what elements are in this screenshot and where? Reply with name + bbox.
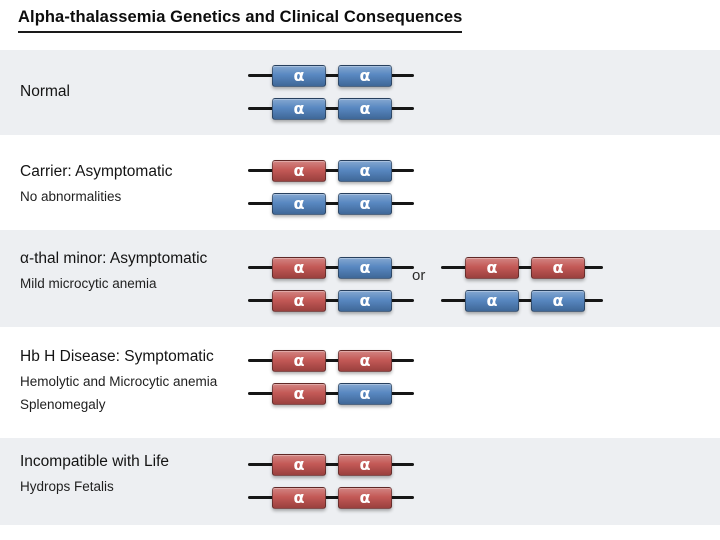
alpha-gene-blue-box: α <box>338 65 392 87</box>
row-label-primary: Hb H Disease: Symptomatic <box>20 348 214 365</box>
alpha-gene-red-box: α <box>272 290 326 312</box>
chromosome-line <box>248 392 414 395</box>
alpha-gene-blue-box: α <box>338 98 392 120</box>
or-separator: or <box>412 267 426 284</box>
chromosome-line <box>248 496 414 499</box>
row-label-hydrops: Incompatible with Life Hydrops Fetalis <box>20 452 169 496</box>
chromosome-line <box>441 266 603 269</box>
row-label-normal: Normal <box>20 82 70 102</box>
chromosome-line <box>248 299 414 302</box>
alpha-gene-red-box: α <box>272 257 326 279</box>
alpha-gene-blue-box: α <box>272 98 326 120</box>
alpha-gene-red-box: α <box>338 487 392 509</box>
row-label-primary: α-thal minor: Asymptomatic <box>20 250 208 267</box>
row-label-carrier: Carrier: Asymptomatic No abnormalities <box>20 162 172 206</box>
alpha-gene-blue-box: α <box>338 290 392 312</box>
row-label-thal-minor: α-thal minor: Asymptomatic Mild microcyt… <box>20 249 207 293</box>
row-band-hbh-disease <box>0 329 720 436</box>
row-label-secondary: No abnormalities <box>20 189 122 204</box>
row-label-hbh-disease: Hb H Disease: Symptomatic Hemolytic and … <box>20 347 217 414</box>
alpha-gene-blue-box: α <box>531 290 585 312</box>
alpha-gene-blue-box: α <box>338 193 392 215</box>
alpha-gene-blue-box: α <box>272 193 326 215</box>
chromosome-line <box>248 202 414 205</box>
row-label-primary: Normal <box>20 83 70 100</box>
alpha-gene-red-box: α <box>272 383 326 405</box>
row-label-secondary: Splenomegaly <box>20 397 106 412</box>
alpha-gene-blue-box: α <box>338 160 392 182</box>
chromosome-line <box>248 359 414 362</box>
chromosome-line <box>248 169 414 172</box>
chromosome-line <box>248 107 414 110</box>
alpha-gene-red-box: α <box>338 350 392 372</box>
alpha-gene-red-box: α <box>272 160 326 182</box>
row-label-secondary: Mild microcytic anemia <box>20 276 157 291</box>
row-band-hydrops <box>0 438 720 525</box>
row-label-primary: Carrier: Asymptomatic <box>20 163 173 180</box>
alpha-gene-red-box: α <box>338 454 392 476</box>
alpha-gene-red-box: α <box>531 257 585 279</box>
alpha-gene-blue-box: α <box>465 290 519 312</box>
chromosome-line <box>248 463 414 466</box>
alpha-gene-blue-box: α <box>338 257 392 279</box>
chromosome-line <box>441 299 603 302</box>
chromosome-line <box>248 266 414 269</box>
row-band-normal <box>0 50 720 135</box>
alpha-gene-red-box: α <box>465 257 519 279</box>
alpha-gene-blue-box: α <box>272 65 326 87</box>
page-title: Alpha-thalassemia Genetics and Clinical … <box>18 8 463 33</box>
row-label-secondary: Hydrops Fetalis <box>20 479 114 494</box>
alpha-gene-red-box: α <box>272 350 326 372</box>
row-label-primary: Incompatible with Life <box>20 453 170 470</box>
alpha-gene-blue-box: α <box>338 383 392 405</box>
alpha-gene-red-box: α <box>272 454 326 476</box>
alpha-gene-red-box: α <box>272 487 326 509</box>
chromosome-line <box>248 74 414 77</box>
row-label-secondary: Hemolytic and Microcytic anemia <box>20 374 218 389</box>
